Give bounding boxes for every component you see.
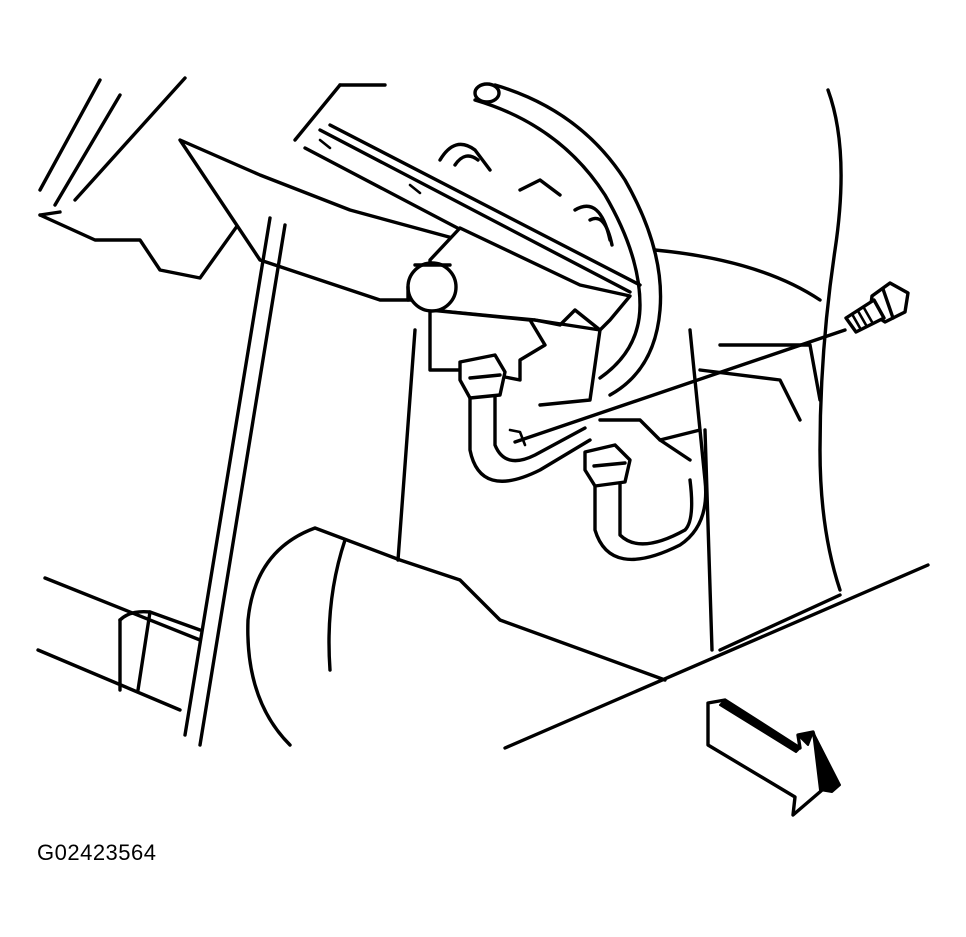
upper-left-frame: [38, 76, 387, 280]
brake-pipe-lower: [458, 328, 708, 561]
brake-pipe-upper: [438, 82, 663, 397]
central-panels: [183, 216, 417, 747]
bolt-icon: [844, 281, 910, 334]
bolt-hole: [508, 428, 527, 447]
lower-cross-member: [36, 576, 202, 712]
wheel-well: [653, 88, 843, 652]
bracket-fitting: [406, 261, 458, 313]
direction-arrow-icon: [706, 698, 841, 817]
bolt-leader-line: [513, 328, 847, 444]
lower-body: [246, 526, 930, 750]
figure-id-label: G02423564: [37, 840, 157, 865]
